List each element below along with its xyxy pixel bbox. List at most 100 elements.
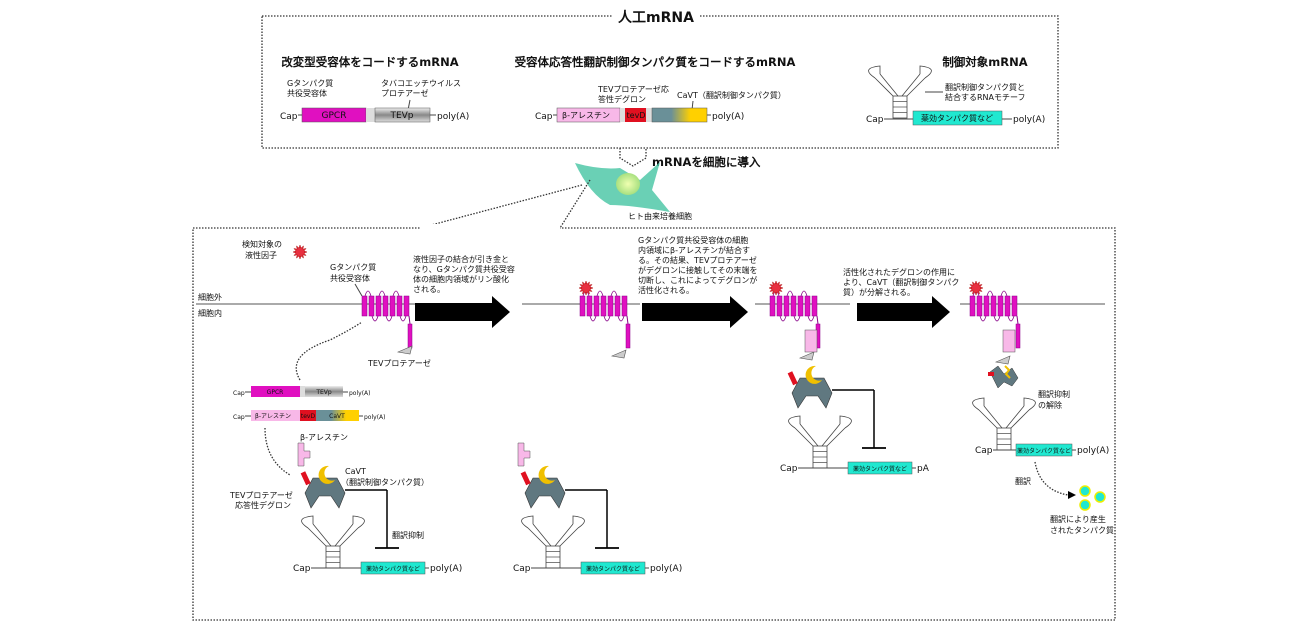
arrestin-text: β-アレスチン (562, 111, 610, 120)
small-mrna1: Cap GPCR TEVp poly(A) (233, 386, 370, 397)
motif-label: 翻訳制御タンパク質と (945, 82, 1025, 92)
polya-label: poly(A) (1013, 115, 1045, 125)
intro-label: mRNAを細胞に導入 (652, 155, 761, 169)
product-label: 翻訳により産生 (1050, 514, 1106, 524)
zoom-lines (419, 179, 591, 229)
expression-arrow (264, 427, 291, 476)
gpcr-receptor (361, 290, 413, 349)
box-title: 人工mRNA (618, 9, 694, 26)
text-label: 薬効タンパク質など (853, 465, 907, 473)
arrowhead-icon (1068, 491, 1076, 499)
text-label: 内領域にβ-アレスチンが結合す (638, 245, 750, 255)
crescent-icon (805, 365, 822, 384)
gpcr-text: GPCR (267, 389, 284, 396)
arrestin-icon (297, 442, 311, 467)
cavt-label: CaVT (345, 467, 366, 476)
cavt-label: CaVT（翻訳制御タンパク質） (677, 90, 786, 100)
tevd-segment (625, 108, 646, 122)
text-label: 薬効タンパク質など (366, 565, 420, 573)
text-label: Cap (780, 464, 798, 474)
tevp-label: プロテアーゼ (381, 88, 429, 98)
receptors (361, 280, 1021, 365)
cavt-complex: Cap 薬効タンパク質など poly(A) (293, 442, 462, 575)
text-label: 液性因子の結合が引き金と (413, 254, 509, 264)
crescent-icon (538, 465, 555, 484)
ligand-icon (968, 280, 984, 296)
degraded-cavt-icon (989, 365, 1019, 389)
inside-label: 細胞内 (198, 308, 222, 318)
text-label: される。 (413, 285, 445, 294)
text-label: 質）が分解される。 (843, 287, 915, 297)
release-label: 翻訳抑制 (1038, 389, 1070, 399)
ligand-label: 検知対象の (242, 239, 282, 249)
text-label: 薬効タンパク質など (1017, 447, 1071, 455)
title-background (612, 8, 700, 26)
text-label: Gタンパク質共役受容体の細胞 (638, 235, 748, 245)
crescent-fragment-icon (1004, 365, 1011, 379)
ligand-icon (768, 280, 784, 296)
gpcr-receptor (578, 280, 631, 349)
crescent-icon (318, 465, 335, 484)
gpcr-label: Gタンパク質 (287, 78, 333, 88)
process-arrow (642, 296, 748, 328)
text-label: Cap (975, 446, 993, 456)
degron-icon (520, 471, 531, 486)
text-label: poly(A) (1077, 446, 1109, 456)
cell-label: ヒト由来培養細胞 (628, 211, 692, 221)
cap-label: Cap (233, 390, 245, 397)
text-label: pA (917, 464, 930, 474)
process-arrow (857, 296, 950, 328)
tevp-text: TEVp (389, 111, 413, 121)
tevd-text: tevD (301, 413, 316, 420)
receptor-label: Gタンパク質 (330, 262, 376, 272)
tevp-label: TEVプロテアーゼ (367, 358, 431, 368)
ligand-icon (292, 244, 308, 260)
motif-label: 結合するRNAモチーフ (945, 92, 1026, 102)
step2-text: Gタンパク質共役受容体の細胞内領域にβ-アレスチンが結合する。その結果、TEVプ… (638, 235, 758, 295)
arrestin-text: β-アレスチン (255, 413, 291, 420)
release-label: の解除 (1038, 400, 1062, 410)
tevd-label: TEVプロテアーゼ応 (597, 84, 669, 94)
text-label: る。その結果、TEVプロテアーゼ (638, 255, 757, 265)
outside-label: 細胞外 (198, 292, 222, 302)
step1-text: 液性因子の結合が引き金となり、Gタンパク質共役受容体の細胞内領域がリン酸化される… (413, 254, 515, 294)
tevp-icon (994, 355, 1011, 365)
degron-label: TEVプロテアーゼ (229, 490, 293, 500)
cap-label: Cap (535, 112, 553, 122)
produced-proteins (1079, 485, 1106, 511)
polya-label: poly(A) (437, 112, 469, 122)
gpcr-label: 共役受容体 (287, 88, 327, 98)
gpcr-text: GPCR (322, 111, 347, 121)
target-text: 薬効タンパク質など (921, 113, 993, 123)
text-label: 切断し、これによってデグロンが (638, 275, 757, 285)
process-arrow (415, 296, 510, 328)
free-target-mrna: Cap 薬効タンパク質など poly(A) (972, 365, 1109, 457)
text-label: poly(A) (650, 564, 682, 574)
cavt-text: CaVT (329, 413, 345, 420)
cavt-label: （翻訳制御タンパク質） (341, 477, 429, 487)
mrna3-heading: 制御対象mRNA (942, 55, 1027, 69)
ligand-label: 液性因子 (245, 250, 277, 260)
tevp-text: TEVp (315, 389, 332, 396)
cap-label: Cap (280, 112, 298, 122)
degron-icon (300, 471, 311, 486)
cap-label: Cap (233, 414, 245, 421)
repress-label: 翻訳抑制 (392, 530, 424, 540)
tevp-label: タバコエッチウイルス (381, 79, 461, 88)
tevd-label: 答性デグロン (598, 94, 646, 104)
ligand-icon (578, 280, 594, 296)
cell-nucleus (616, 173, 640, 195)
text-label: Cap (293, 564, 311, 574)
arrestin-icon (804, 329, 818, 353)
text-label: 薬効タンパク質など (586, 565, 640, 573)
polya-label: poly(A) (349, 390, 370, 397)
receptor-label: 共役受容体 (330, 273, 370, 283)
text-label: poly(A) (430, 564, 462, 574)
tevp-icon (610, 349, 627, 359)
degron-icon (787, 371, 798, 386)
degron-label: 応答性デグロン (235, 500, 291, 510)
mrna1-heading: 改変型受容体をコードするmRNA (281, 55, 458, 69)
mrna2-heading: 受容体応答性翻訳制御タンパク質をコードするmRNA (515, 55, 796, 69)
